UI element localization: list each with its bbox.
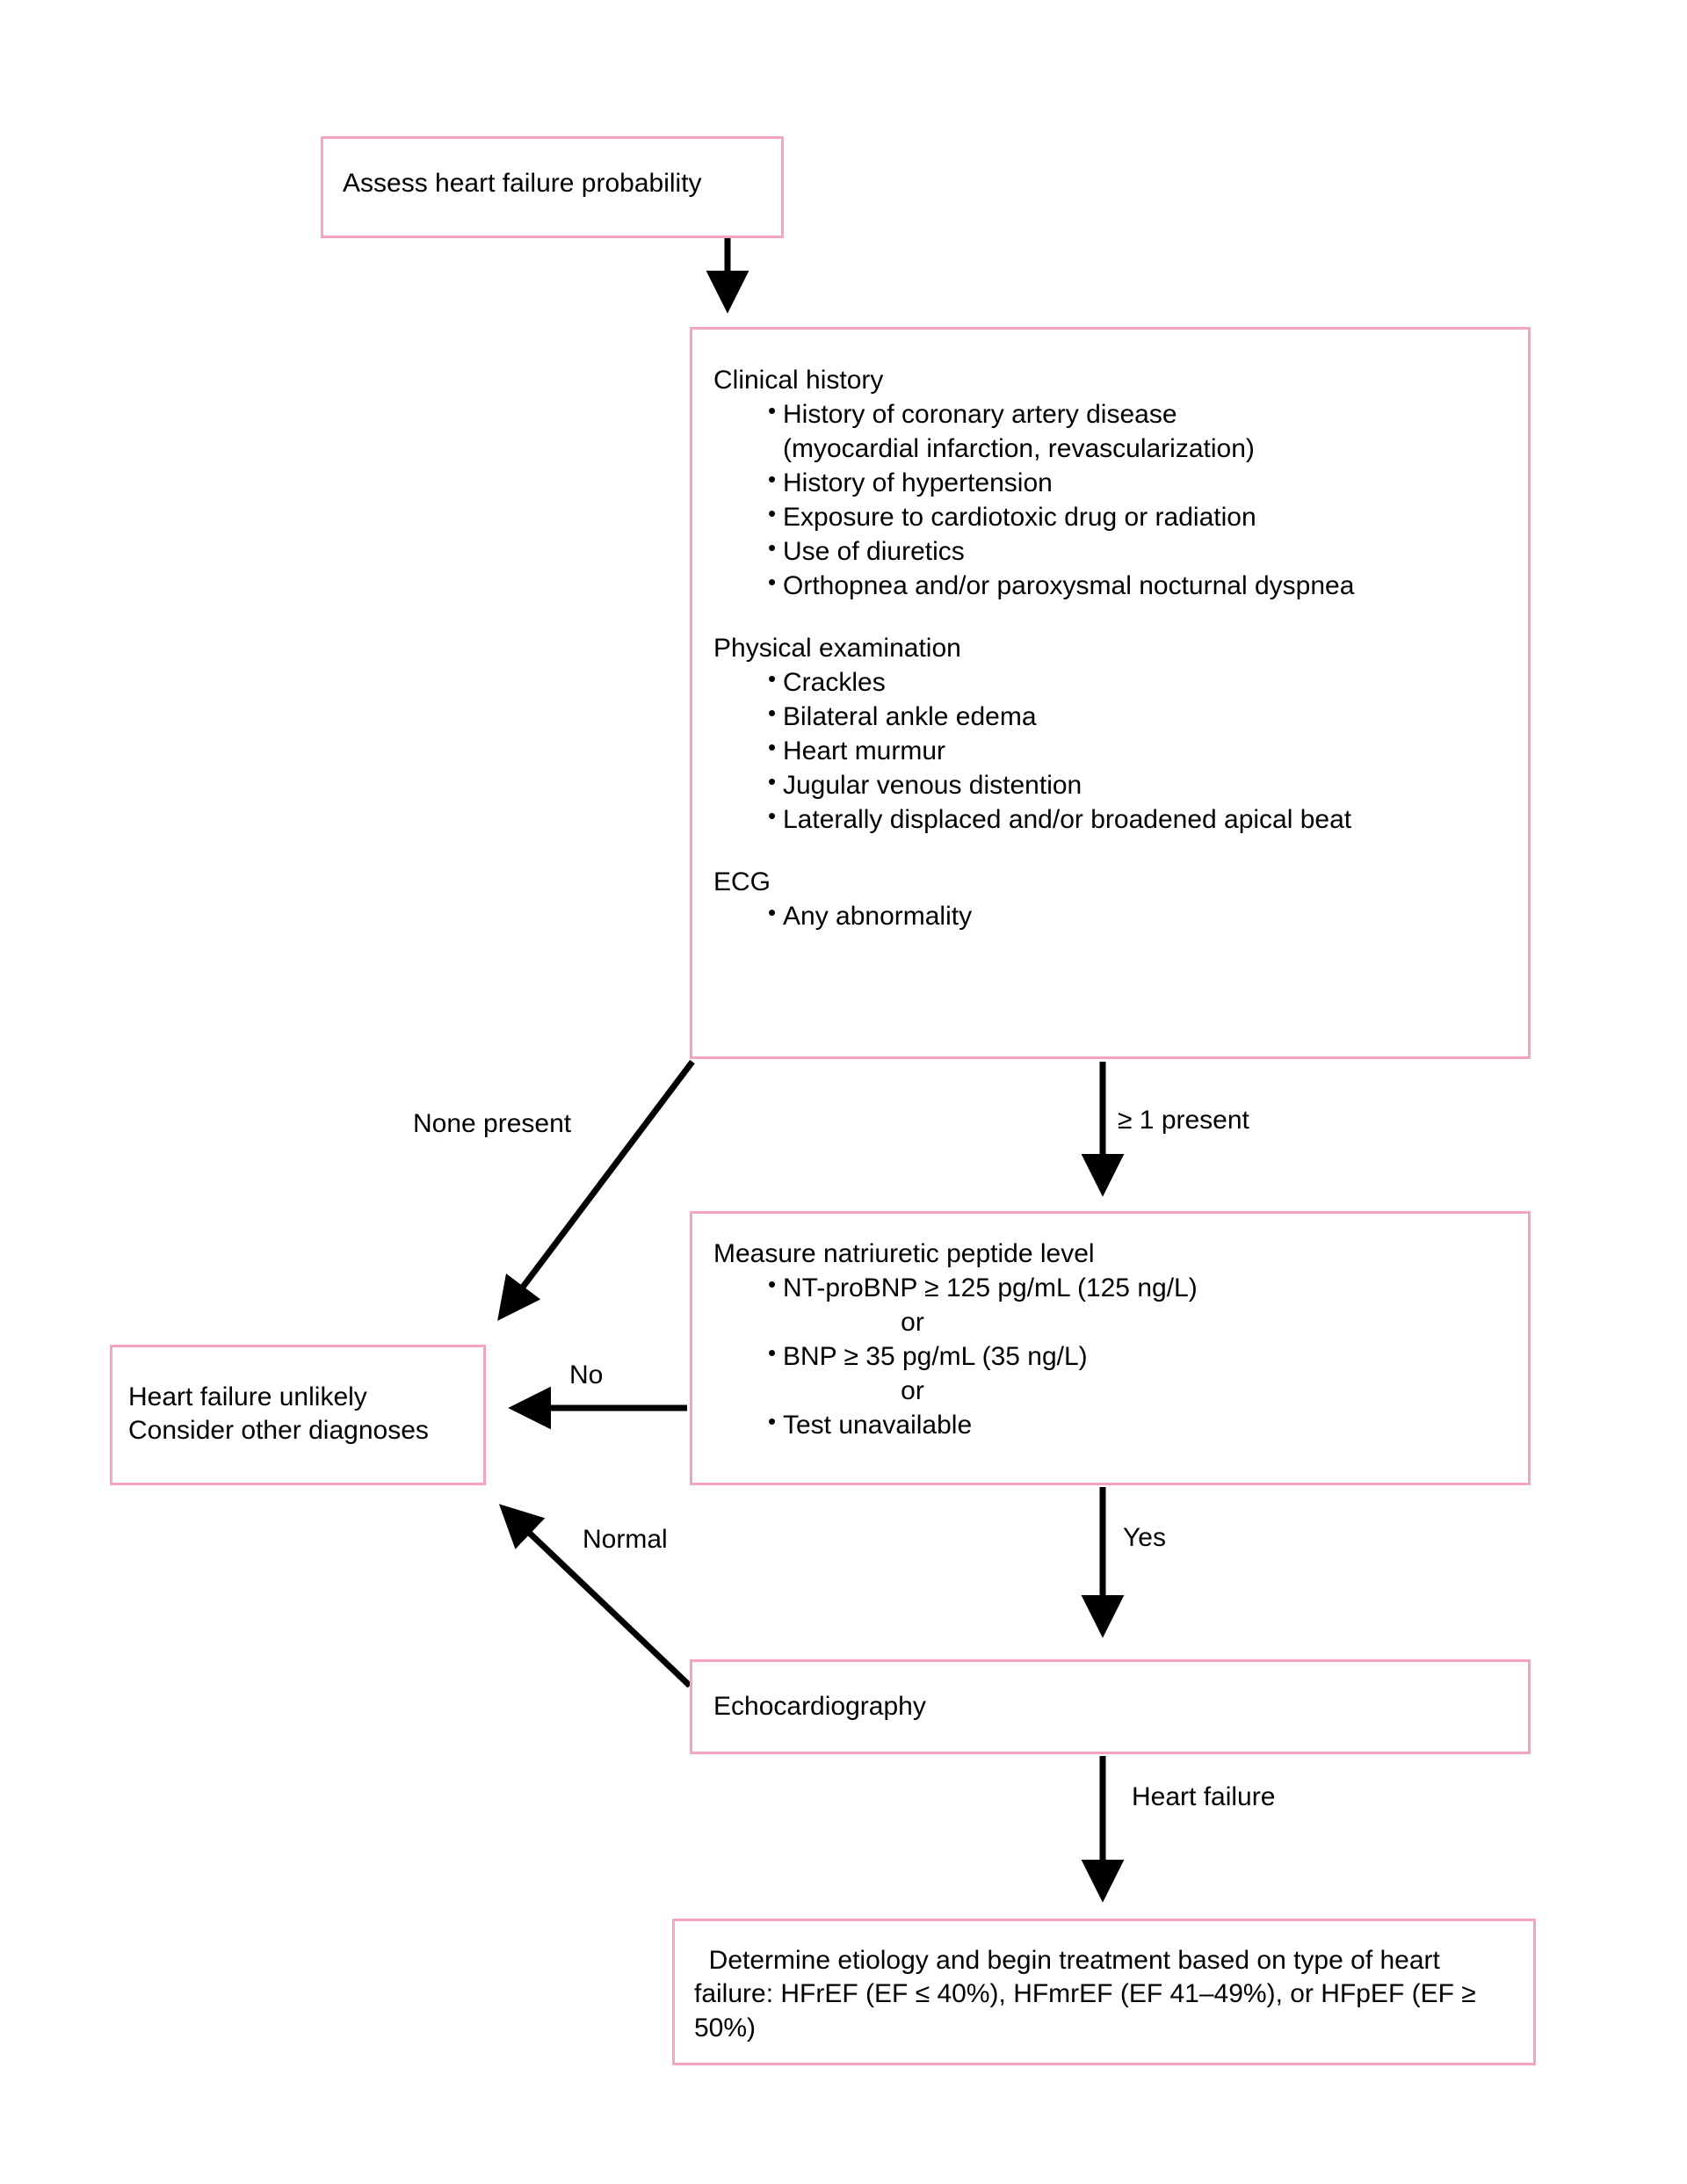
list-item: History of hypertension xyxy=(768,465,1517,500)
node-determine-etiology[interactable]: Determine etiology and begin treatment b… xyxy=(672,1919,1536,2065)
list-item: NT-proBNP ≥ 125 pg/mL (125 ng/L) xyxy=(768,1270,1517,1305)
list-item: Laterally displaced and/or broadened api… xyxy=(768,802,1517,837)
edge-label-none-present: None present xyxy=(413,1109,572,1138)
list-item: Any abnormality xyxy=(768,898,1517,933)
list-item-or: or xyxy=(901,1308,924,1337)
list-item: Use of diuretics xyxy=(768,533,1517,569)
list-item: Heart murmur xyxy=(768,733,1517,768)
determine-etiology-label: Determine etiology and begin treatment b… xyxy=(694,1946,1484,2043)
edge-label-at-least-one-present: ≥ 1 present xyxy=(1118,1106,1249,1135)
list-item: Crackles xyxy=(768,664,1517,700)
clinical-history-heading: Clinical history xyxy=(713,366,884,395)
list-item: (myocardial infarction, revascularizatio… xyxy=(783,434,1255,463)
edge-label-heart-failure: Heart failure xyxy=(1132,1782,1276,1811)
list-item: Exposure to cardiotoxic drug or radiatio… xyxy=(768,499,1517,534)
list-item: Jugular venous distention xyxy=(768,767,1517,802)
list-item: Orthopnea and/or paroxysmal nocturnal dy… xyxy=(768,568,1517,603)
natriuretic-content: Measure natriuretic peptide level NT-pro… xyxy=(713,1237,1517,1442)
section-gap xyxy=(713,603,1517,631)
clinical-history-list: History of coronary artery disease (myoc… xyxy=(713,396,1517,603)
list-item: BNP ≥ 35 pg/mL (35 ng/L) xyxy=(768,1339,1517,1374)
edge-clinical-to-unlikely xyxy=(497,1059,695,1321)
edge-label-no: No xyxy=(569,1360,604,1389)
natriuretic-list: NT-proBNP ≥ 125 pg/mL (125 ng/L) or BNP … xyxy=(713,1270,1517,1442)
unlikely-line-1: Heart failure unlikely xyxy=(128,1382,367,1411)
list-item: Bilateral ankle edema xyxy=(768,699,1517,734)
section-gap xyxy=(713,837,1517,865)
edge-label-normal: Normal xyxy=(583,1525,668,1554)
node-echocardiography[interactable]: Echocardiography xyxy=(690,1659,1531,1754)
clinical-assessment-content: Clinical history History of coronary art… xyxy=(713,363,1517,933)
node-clinical-assessment[interactable]: Clinical history History of coronary art… xyxy=(690,327,1531,1059)
list-item-or: or xyxy=(901,1376,924,1405)
physical-examination-heading: Physical examination xyxy=(713,634,961,663)
list-item: History of coronary artery disease xyxy=(768,396,1517,432)
node-assess-label: Assess heart failure probability xyxy=(343,169,702,198)
list-item: Test unavailable xyxy=(768,1407,1517,1442)
unlikely-line-2: Consider other diagnoses xyxy=(128,1416,429,1446)
node-assess-heart-failure-probability[interactable]: Assess heart failure probability xyxy=(321,136,784,238)
natriuretic-heading: Measure natriuretic peptide level xyxy=(713,1239,1095,1268)
echocardiography-label: Echocardiography xyxy=(713,1692,926,1721)
ecg-list: Any abnormality xyxy=(713,898,1517,933)
ecg-heading: ECG xyxy=(713,867,771,896)
physical-examination-list: Crackles Bilateral ankle edema Heart mur… xyxy=(713,664,1517,837)
node-measure-natriuretic-peptide[interactable]: Measure natriuretic peptide level NT-pro… xyxy=(690,1211,1531,1485)
edge-label-yes: Yes xyxy=(1123,1523,1166,1552)
